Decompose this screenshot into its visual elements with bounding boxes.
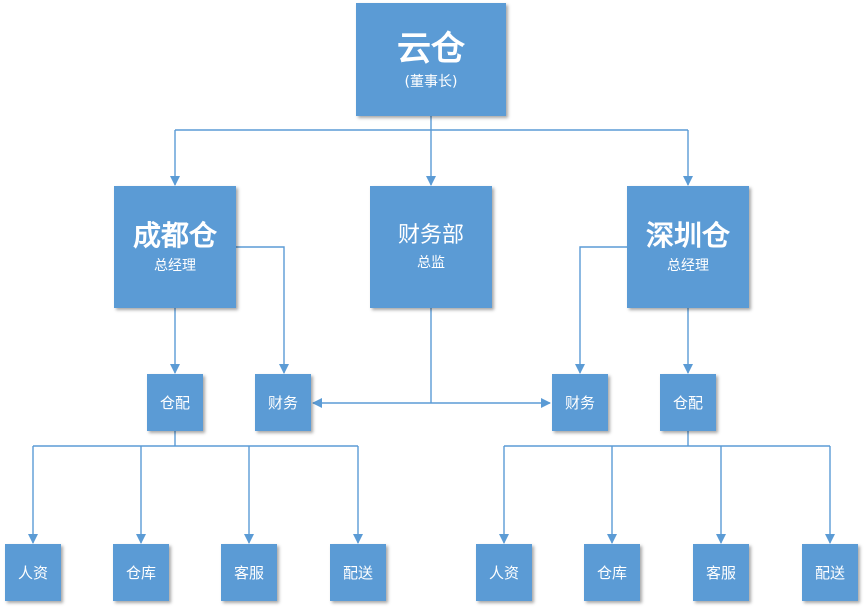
node-label: 仓配 [159,394,190,412]
node-label: 财务 [267,394,298,412]
node-label: 仓配 [672,394,703,412]
node-label: 配送 [814,564,845,582]
node-label: 配送 [342,564,373,582]
node-shenzhen-customer-service: 客服 [693,544,749,601]
node-chengdu-storage: 仓库 [113,544,169,601]
node-label: 客服 [705,564,736,582]
node-subtitle: 总监 [417,255,445,271]
node-label: 仓库 [596,564,627,582]
node-title: 成都仓 [132,219,217,252]
node-label: 人资 [488,564,519,582]
node-title: 深圳仓 [645,219,730,252]
node-label: 仓库 [125,564,156,582]
node-shenzhen-storage: 仓库 [584,544,640,601]
node-title: 财务部 [397,223,464,248]
node-label: 财务 [564,394,595,412]
node-label: 客服 [233,564,264,582]
node-subtitle: 总经理 [154,258,196,274]
node-shenzhen-finance: 财务 [552,374,608,431]
node-finance-director: 财务部 总监 [370,186,492,308]
node-shenzhen-gm: 深圳仓 总经理 [627,186,749,308]
node-subtitle: (董事长) [404,73,458,90]
node-chengdu-customer-service: 客服 [221,544,277,601]
node-chengdu-gm: 成都仓 总经理 [114,186,236,308]
node-shenzhen-warehousing: 仓配 [660,374,716,431]
node-chengdu-warehousing: 仓配 [147,374,203,431]
node-label: 人资 [17,564,48,582]
node-chengdu-delivery: 配送 [330,544,386,601]
node-shenzhen-hr: 人资 [476,544,532,601]
node-chengdu-hr: 人资 [5,544,61,601]
node-cloud-warehouse-chairman: 云仓 (董事长) [356,3,506,116]
node-subtitle: 总经理 [667,258,709,274]
node-title: 云仓 [397,28,465,69]
node-shenzhen-delivery: 配送 [802,544,858,601]
node-chengdu-finance: 财务 [255,374,311,431]
